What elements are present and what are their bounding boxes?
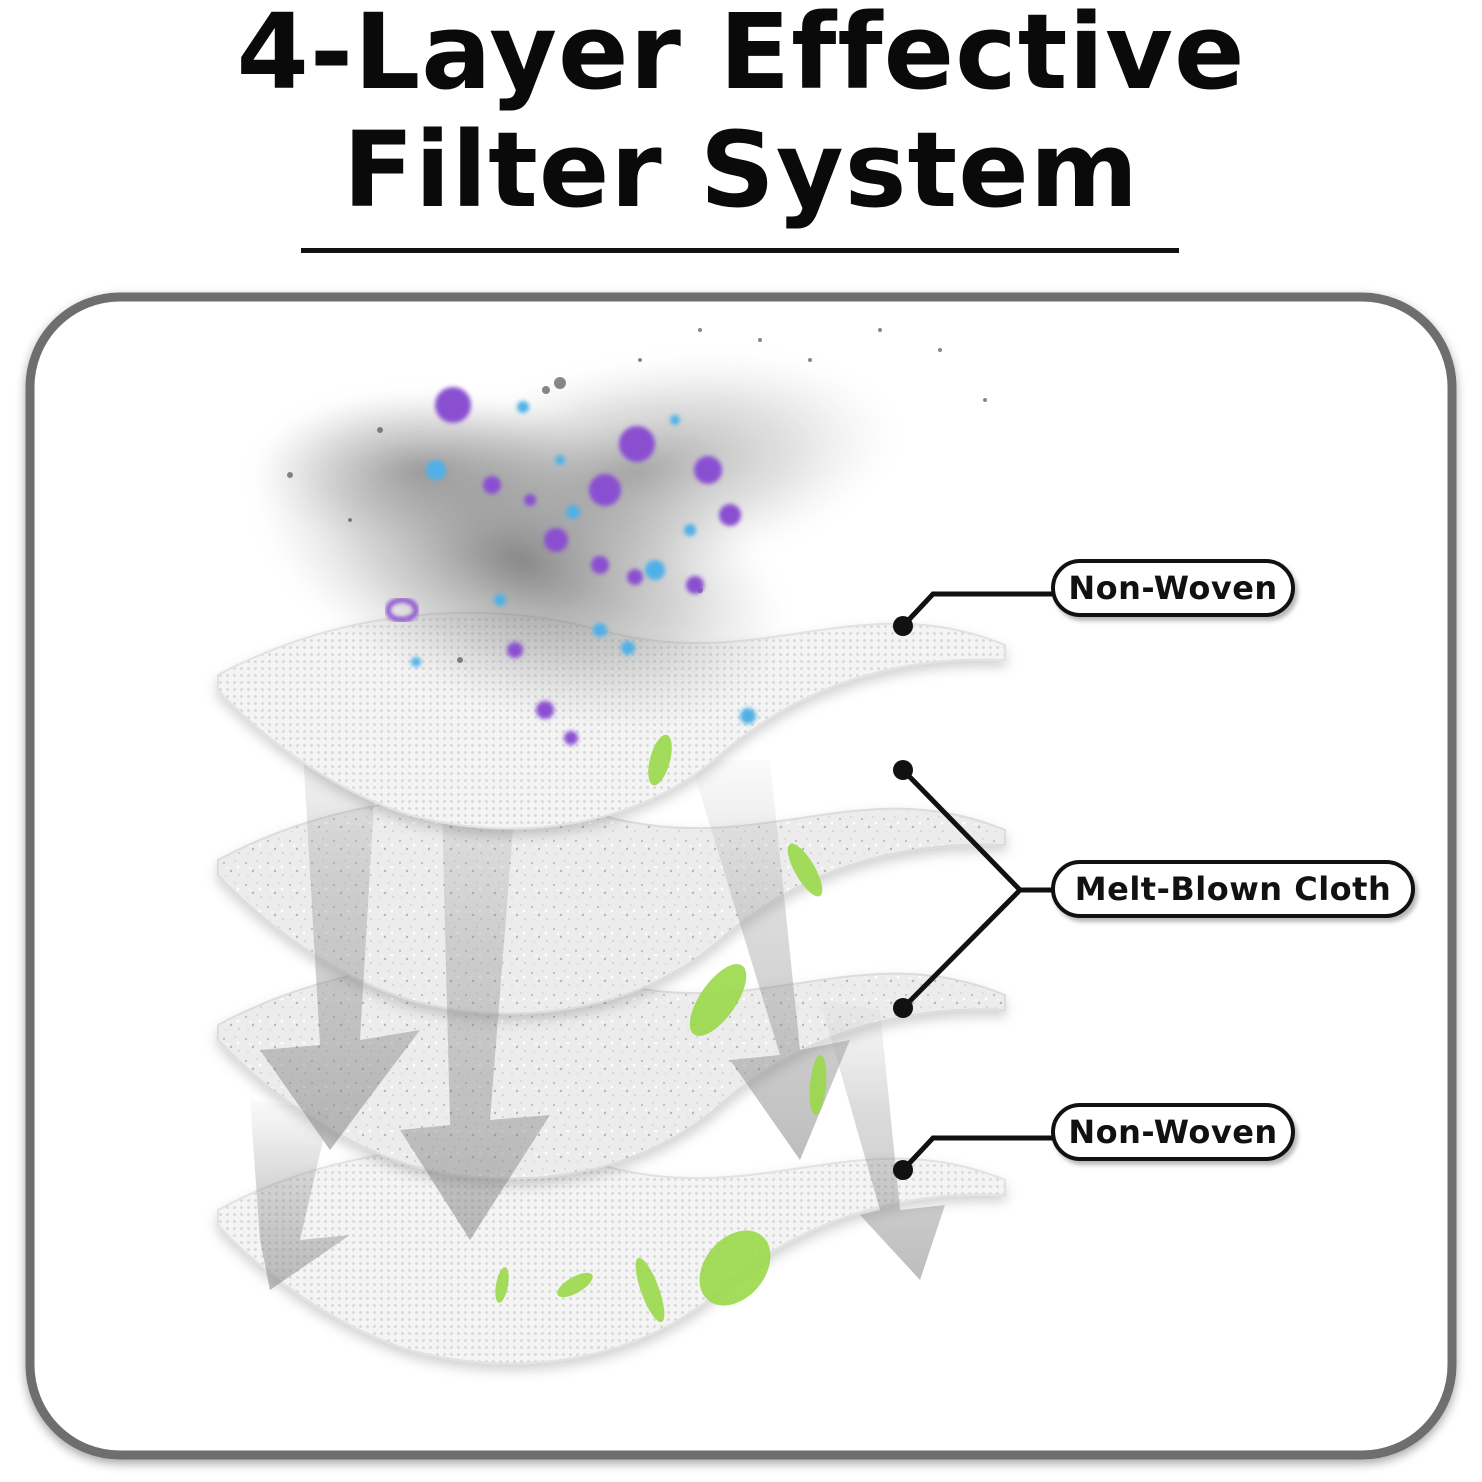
- purple-ring-particle: [385, 597, 419, 623]
- airflow-arrows: [250, 700, 945, 1290]
- dust-cloud: [250, 352, 897, 731]
- connector-bottom-dot: [893, 1160, 913, 1180]
- connector-middle-dot-upper: [893, 760, 913, 780]
- label-non-woven-bottom: Non-Woven: [1051, 1103, 1295, 1161]
- blue-particles: [411, 401, 756, 724]
- connector-top: [901, 591, 1055, 628]
- purple-particles: [435, 387, 741, 745]
- connector-top-dot: [893, 616, 913, 636]
- connector-middle: [901, 768, 1055, 1010]
- title-line-1: 4-Layer Effective: [236, 0, 1246, 113]
- green-leaves: [495, 734, 827, 1323]
- title-underline: [301, 248, 1179, 253]
- connector-bottom: [901, 1135, 1055, 1172]
- label-melt-blown-cloth: Melt-Blown Cloth: [1051, 860, 1415, 918]
- label-non-woven-top: Non-Woven: [1051, 559, 1295, 617]
- title-line-2: Filter System: [342, 109, 1140, 231]
- connector-middle-dot-lower: [893, 998, 913, 1018]
